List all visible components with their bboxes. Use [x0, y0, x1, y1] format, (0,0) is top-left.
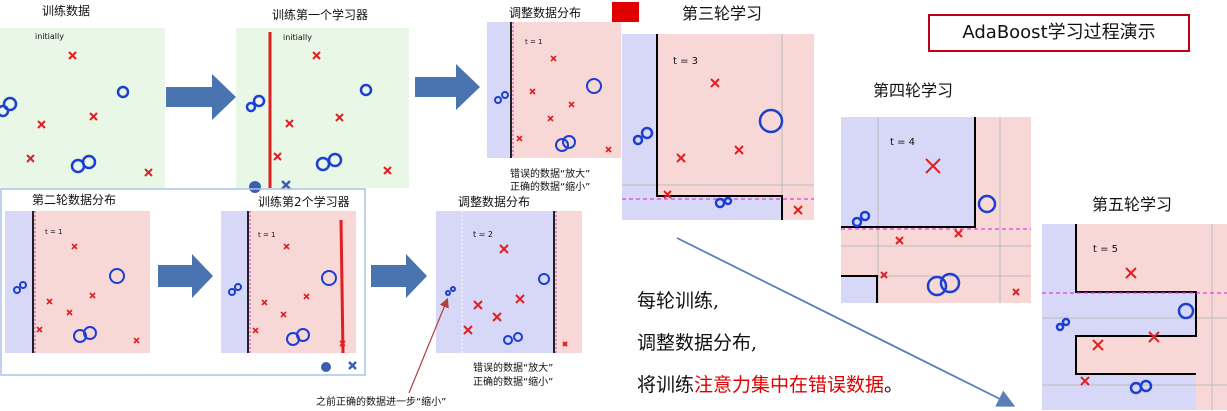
panel-round-4	[841, 117, 1031, 303]
tag-t1-c: t = 1	[258, 231, 276, 239]
tag-t1: t = 1	[525, 38, 543, 46]
red-square	[612, 2, 639, 22]
label-train-second: 训练第2个学习器	[258, 195, 350, 209]
main-title: AdaBoost学习过程演示	[928, 14, 1190, 52]
tag-initially-2: initially	[283, 33, 312, 42]
panel-round-5	[1042, 224, 1227, 410]
label-train-first: 训练第一个学习器	[272, 8, 369, 22]
tag-t5: t = 5	[1093, 244, 1119, 255]
note-shrink-2: 正确的数据“缩小”	[473, 377, 554, 388]
tag-t3: t = 3	[673, 56, 699, 67]
label-adjust-1: 调整数据分布	[509, 6, 582, 20]
label-round2-distribution: 第二轮数据分布	[32, 193, 117, 207]
explanation-line-3-c: 。	[884, 374, 904, 396]
label-round-4: 第四轮学习	[873, 81, 954, 100]
note-enlarge-2: 错误的数据“放大”	[473, 363, 554, 374]
note-enlarge-1: 错误的数据“放大”	[510, 169, 591, 180]
tag-t4: t = 4	[890, 137, 916, 148]
note-further: 之前正确的数据进一步“缩小”	[316, 397, 447, 408]
tag-initially: initially	[35, 32, 64, 41]
cross-mark	[26, 51, 153, 177]
panel-second-learner	[221, 211, 357, 372]
circle-mark	[0, 85, 130, 174]
tag-t1-b: t = 1	[45, 228, 63, 236]
label-adjust-2: 调整数据分布	[458, 195, 531, 209]
panel-round-3	[622, 34, 814, 220]
explanation-highlight: 注意力集中在错误数据	[694, 374, 885, 396]
label-train-data: 训练数据	[42, 4, 91, 18]
explanation-line-2: 调整数据分布,	[637, 332, 758, 354]
note-shrink-1: 正确的数据“缩小”	[510, 182, 591, 193]
flow-arrow	[158, 64, 480, 298]
row2-frame	[0, 188, 366, 376]
label-round-5: 第五轮学习	[1092, 195, 1173, 214]
explanation-arrow	[676, 237, 1016, 407]
explanation-line-1: 每轮训练,	[637, 290, 720, 312]
label-round-3: 第三轮学习	[682, 4, 763, 23]
panel-round2-distribution	[5, 211, 150, 353]
tag-t2: t = 2	[473, 230, 494, 239]
panel-adjust-2	[436, 211, 582, 353]
panel-initial	[0, 28, 165, 188]
explanation-line-3-a: 将训练	[637, 374, 695, 396]
panel-first-learner	[236, 28, 409, 193]
note-arrow	[408, 297, 449, 394]
explanation-line-3: 将训练注意力集中在错误数据。	[637, 370, 903, 397]
panel-adjust-1	[487, 22, 621, 158]
